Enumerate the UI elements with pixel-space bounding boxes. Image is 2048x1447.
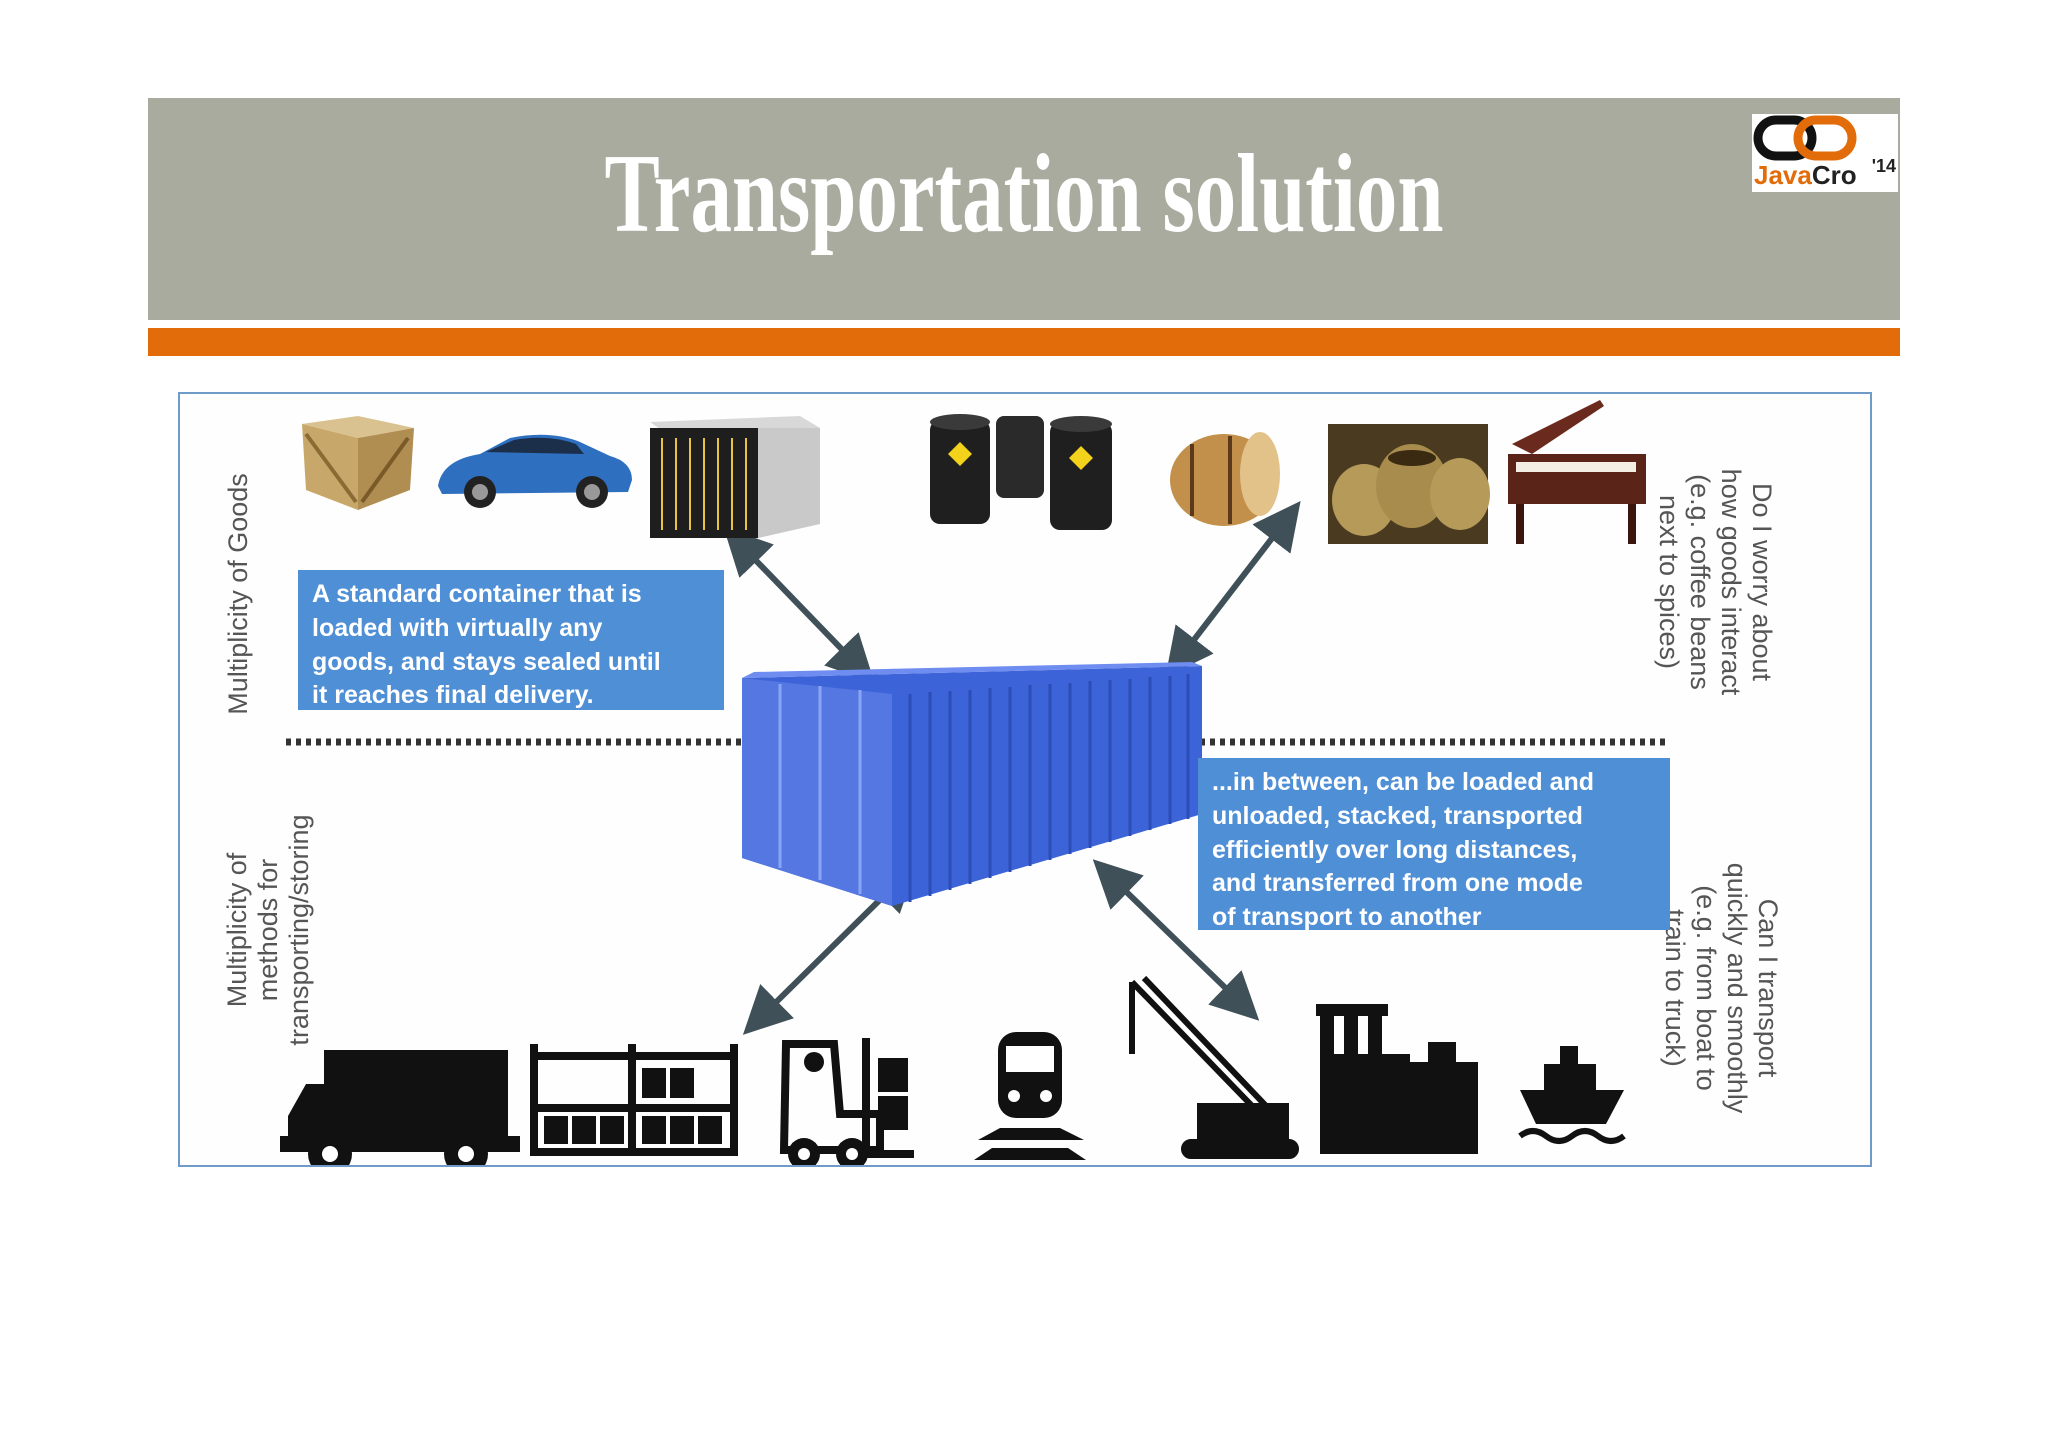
- factory-icon: [1316, 1004, 1478, 1154]
- oil-barrels-icon: [930, 414, 1112, 530]
- container-diagram: Multiplicity of Goods Multiplicity of me…: [178, 392, 1872, 1167]
- train-icon: [974, 1032, 1086, 1160]
- label-transport-smoothly: Can I transport quickly and smoothly (e.…: [1663, 843, 1783, 1133]
- ship-icon: [1520, 1046, 1624, 1141]
- javacro-logo: JavaCro '14: [1752, 114, 1898, 192]
- shipping-container-icon: [742, 662, 1202, 906]
- forklift-icon: [784, 1038, 914, 1165]
- title-banner: Transportation solution: [148, 98, 1900, 320]
- car-icon: [438, 435, 632, 508]
- crate-icon: [302, 416, 414, 510]
- label-multiplicity-of-methods: Multiplicity of methods for transporting…: [222, 780, 318, 1080]
- slide-title: Transportation solution: [376, 138, 1672, 250]
- arrow-top-right: [1180, 520, 1286, 658]
- logo-wordmark: JavaCro: [1754, 162, 1857, 188]
- server-rack-icon: [650, 416, 820, 538]
- label-goods-interact: Do I worry about how goods interact (e.g…: [1657, 457, 1777, 707]
- piano-icon: [1508, 400, 1646, 544]
- accent-bar: [148, 328, 1900, 356]
- info-box-in-between: ...in between, can be loaded and unloade…: [1198, 758, 1670, 930]
- logo-year: '14: [1872, 156, 1896, 177]
- arrow-top-left: [740, 544, 858, 666]
- crane-icon: [1132, 978, 1296, 1156]
- sacks-icon: [1328, 424, 1490, 544]
- warehouse-rack-icon: [530, 1044, 738, 1156]
- label-multiplicity-of-goods: Multiplicity of Goods: [223, 441, 259, 747]
- wooden-barrel-icon: [1170, 432, 1280, 526]
- info-box-sealed-container: A standard container that is loaded with…: [298, 570, 724, 710]
- divider: [148, 320, 1900, 328]
